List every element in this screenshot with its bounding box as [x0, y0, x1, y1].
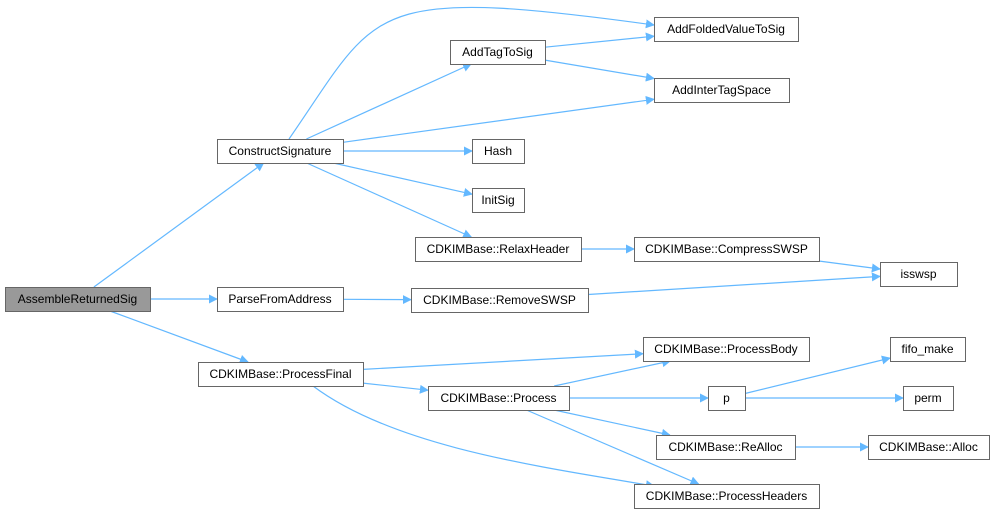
node-label: InitSig [481, 193, 514, 207]
edge-ConstructSignature-to-InitSig [333, 162, 473, 197]
node-ProcessFinal[interactable]: CDKIMBase::ProcessFinal [198, 362, 364, 387]
node-box [198, 362, 364, 387]
node-box [472, 188, 525, 213]
edge-Process-to-ReAlloc [553, 409, 671, 438]
node-isswsp[interactable]: isswsp [880, 262, 958, 287]
node-fifo_make[interactable]: fifo_make [890, 337, 966, 362]
node-AddFoldedValueToSig[interactable]: AddFoldedValueToSig [654, 17, 799, 42]
node-perm[interactable]: perm [903, 386, 954, 411]
node-box [654, 78, 790, 103]
node-label: p [723, 391, 730, 405]
node-p[interactable]: p [708, 386, 746, 411]
node-label: isswsp [900, 267, 936, 281]
node-label: AddInterTagSpace [672, 83, 771, 97]
nodes: AssembleReturnedSig ConstructSignaturePar… [5, 17, 990, 509]
node-label: ConstructSignature [229, 144, 332, 158]
node-label: CDKIMBase::ProcessHeaders [646, 489, 807, 503]
node-AssembleReturnedSig[interactable]: AssembleReturnedSig [5, 287, 151, 312]
node-label: AddTagToSig [462, 45, 533, 59]
node-Alloc[interactable]: CDKIMBase::Alloc [868, 435, 990, 460]
node-ConstructSignature[interactable]: ConstructSignature [217, 139, 344, 164]
node-box [868, 435, 990, 460]
edge-RemoveSWSP-to-isswsp [587, 272, 881, 296]
edge-ConstructSignature-to-AddInterTagSpace [342, 95, 655, 143]
node-box [415, 237, 582, 262]
node-box [903, 386, 954, 411]
node-label: ParseFromAddress [228, 292, 331, 306]
edge-Process-to-ProcessHeaders [526, 409, 700, 485]
node-box [217, 287, 344, 312]
edge-ProcessFinal-to-ProcessBody [362, 349, 644, 370]
node-label: AddFoldedValueToSig [667, 22, 785, 36]
node-label: CDKIMBase::ProcessFinal [209, 367, 351, 381]
node-box [411, 288, 589, 313]
node-Hash[interactable]: Hash [472, 139, 525, 164]
node-label: CDKIMBase::RelaxHeader [427, 242, 570, 256]
node-RelaxHeader[interactable]: CDKIMBase::RelaxHeader [415, 237, 582, 262]
node-box [656, 435, 796, 460]
node-ReAlloc[interactable]: CDKIMBase::ReAlloc [656, 435, 796, 460]
edge-AssembleReturnedSig-to-ConstructSignature [93, 162, 265, 288]
node-box [428, 386, 570, 411]
edge-ProcessFinal-to-ProcessHeaders [312, 385, 655, 490]
node-ProcessHeaders[interactable]: CDKIMBase::ProcessHeaders [634, 484, 820, 509]
node-AddTagToSig[interactable]: AddTagToSig [450, 40, 546, 65]
node-box [880, 262, 958, 287]
node-box [634, 484, 820, 509]
node-InitSig[interactable]: InitSig [472, 188, 525, 213]
node-Process[interactable]: CDKIMBase::Process [428, 386, 570, 411]
node-box [890, 337, 966, 362]
node-box [5, 287, 151, 312]
node-ParseFromAddress[interactable]: ParseFromAddress [217, 287, 344, 312]
node-label: CDKIMBase::ProcessBody [654, 342, 797, 356]
node-label: Hash [484, 144, 512, 158]
edge-CompressSWSP-to-isswsp [818, 260, 881, 273]
edge-ConstructSignature-to-RelaxHeader [306, 162, 473, 238]
node-label: CDKIMBase::RemoveSWSP [423, 293, 576, 307]
node-box [708, 386, 746, 411]
node-label: CDKIMBase::CompressSWSP [645, 242, 808, 256]
node-label: perm [914, 391, 941, 405]
node-box [450, 40, 546, 65]
edge-Process-to-ProcessBody [554, 358, 672, 387]
node-label: fifo_make [901, 342, 953, 356]
node-box [217, 139, 344, 164]
node-AddInterTagSpace[interactable]: AddInterTagSpace [654, 78, 790, 103]
edges [93, 6, 904, 490]
node-label: CDKIMBase::Alloc [879, 440, 978, 454]
edge-ConstructSignature-to-AddFoldedValueToSig [288, 6, 655, 140]
edge-p-to-fifo_make [744, 355, 891, 395]
edge-AssembleReturnedSig-to-ProcessFinal [109, 310, 249, 364]
edge-AddTagToSig-to-AddFoldedValueToSig [544, 32, 655, 48]
node-box [472, 139, 525, 164]
node-label: CDKIMBase::Process [440, 391, 556, 405]
edge-ConstructSignature-to-AddTagToSig [306, 63, 472, 140]
node-box [634, 237, 820, 262]
node-label: CDKIMBase::ReAlloc [668, 440, 782, 454]
node-RemoveSWSP[interactable]: CDKIMBase::RemoveSWSP [411, 288, 589, 313]
edge-ProcessFinal-to-Process [362, 382, 429, 394]
node-box [643, 337, 810, 362]
node-CompressSWSP[interactable]: CDKIMBase::CompressSWSP [634, 237, 820, 262]
node-ProcessBody[interactable]: CDKIMBase::ProcessBody [643, 337, 810, 362]
node-box [654, 17, 799, 42]
edge-AddTagToSig-to-AddInterTagSpace [544, 59, 655, 82]
node-label: AssembleReturnedSig [18, 292, 137, 306]
